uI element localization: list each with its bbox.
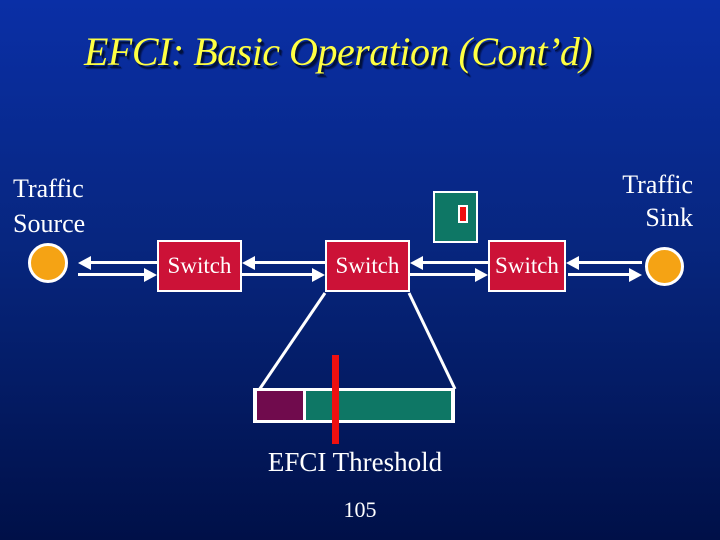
arrow-line <box>422 261 488 264</box>
funnel-left-edge <box>257 292 327 391</box>
traffic-sink-label-line1: Traffic <box>622 170 693 199</box>
traffic-source-label-line1: Traffic <box>13 174 84 203</box>
traffic-sink-label: Traffic Sink <box>622 168 693 234</box>
arrowhead-right-icon <box>312 268 325 282</box>
switch-box-3: Switch <box>488 240 566 292</box>
arrowhead-right-icon <box>144 268 157 282</box>
arrow-line <box>78 273 144 276</box>
switch-box-2: Switch <box>325 240 410 292</box>
switch-box-1: Switch <box>157 240 242 292</box>
arrow-line <box>578 261 642 264</box>
slide-title: EFCI: Basic Operation (Cont’d) <box>84 29 593 74</box>
efci-bit-marker-icon <box>458 205 468 223</box>
arrowhead-right-icon <box>475 268 488 282</box>
arrowhead-left-icon <box>566 256 579 270</box>
arrowhead-left-icon <box>410 256 423 270</box>
traffic-source-label-line2: Source <box>13 209 86 238</box>
buffer-filled-segment <box>257 391 303 420</box>
traffic-sink-label-line2: Sink <box>645 203 693 232</box>
page-number: 105 <box>343 497 377 522</box>
data-cell-icon <box>433 191 478 243</box>
buffer-free-segment <box>306 391 451 420</box>
traffic-sink-node <box>645 247 684 286</box>
funnel-right-edge <box>407 292 457 390</box>
arrow-line <box>410 273 475 276</box>
arrow-line <box>568 273 630 276</box>
efci-threshold-label: EFCI Threshold <box>267 447 443 477</box>
traffic-source-node <box>28 243 68 283</box>
arrow-line <box>254 261 325 264</box>
arrowhead-right-icon <box>629 268 642 282</box>
efci-threshold-marker <box>332 355 339 444</box>
arrowhead-left-icon <box>242 256 255 270</box>
arrow-line <box>90 261 157 264</box>
buffer-bar <box>253 388 455 423</box>
arrowhead-left-icon <box>78 256 91 270</box>
traffic-source-label: Traffic Source <box>13 171 85 241</box>
arrow-line <box>242 273 312 276</box>
